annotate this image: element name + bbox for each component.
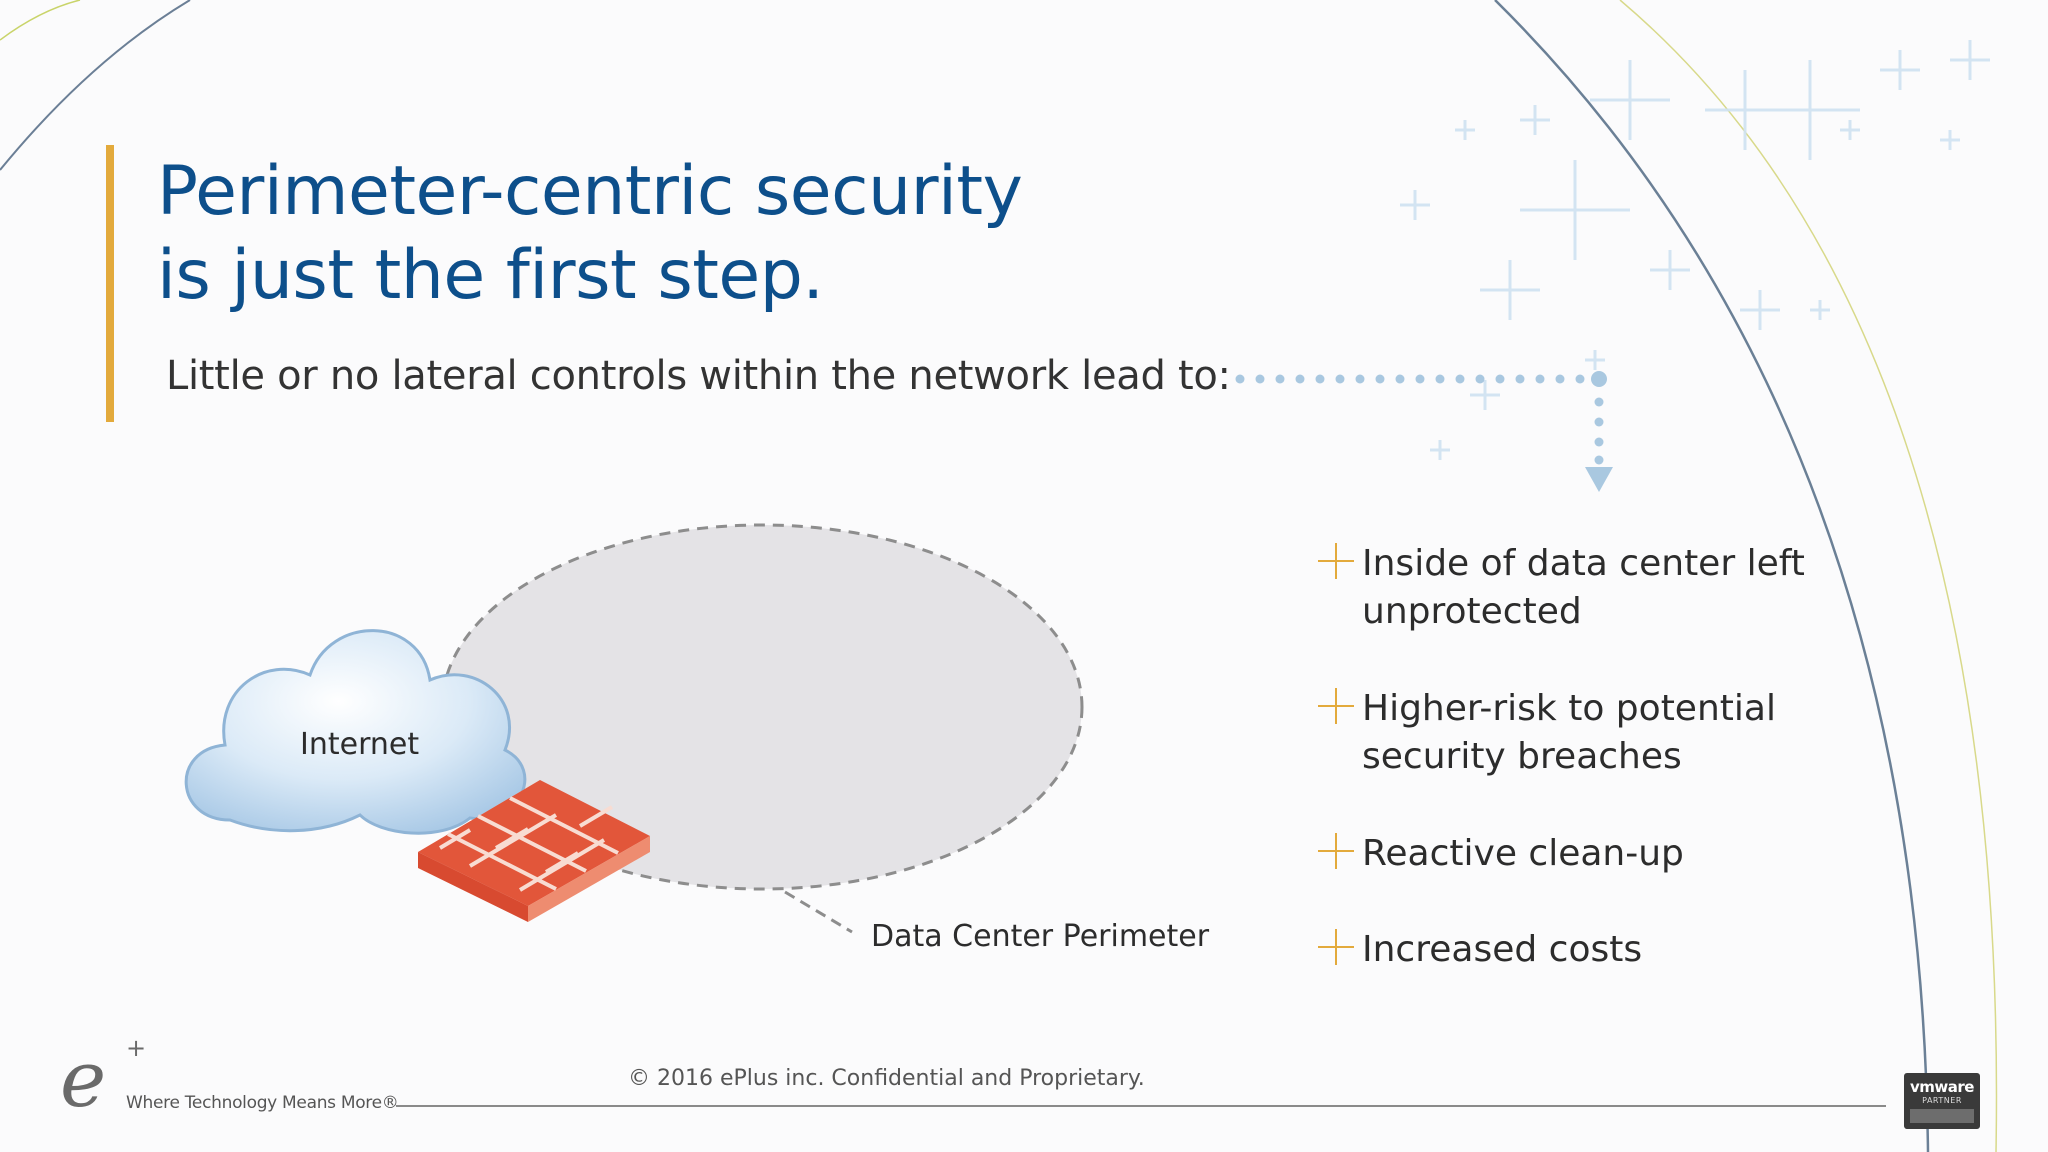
cloud-icon — [184, 629, 527, 835]
data-center-perimeter-label: Data Center Perimeter — [871, 919, 1210, 954]
plus-icon — [1318, 688, 1354, 724]
list-item-text: Inside of data center left unprotected — [1362, 543, 1805, 632]
plus-icon — [1318, 929, 1354, 965]
list-item-text: Increased costs — [1362, 929, 1643, 970]
eplus-logo: e + Where Technology Means More® — [60, 1034, 420, 1125]
list-item-text: Higher-risk to potential security breach… — [1362, 688, 1776, 777]
perimeter-leader-line — [784, 890, 853, 934]
title-line-1: Perimeter-centric security — [157, 152, 1023, 231]
footer-divider — [396, 1105, 1886, 1107]
title-accent-bar — [106, 145, 114, 422]
vmware-partner-badge: vmware PARTNER — [1904, 1073, 1980, 1129]
slide-title: Perimeter-centric security is just the f… — [157, 150, 1157, 318]
logo-tagline: Where Technology Means More® — [126, 1093, 399, 1113]
title-line-2: is just the first step. — [157, 236, 824, 315]
firewall-icon — [418, 780, 650, 922]
list-item-text: Reactive clean-up — [1362, 833, 1684, 874]
vmware-partner-text: PARTNER — [1922, 1096, 1962, 1105]
vmware-brand: vmware — [1910, 1078, 1974, 1096]
dotted-connector-arrow — [1235, 371, 1613, 492]
vmware-badge-band — [1910, 1109, 1974, 1123]
plus-icon — [1318, 833, 1354, 869]
internet-label: Internet — [300, 727, 420, 762]
logo-plus: + — [126, 1034, 147, 1062]
logo-letter: e — [60, 1035, 107, 1125]
slide-subtitle: Little or no lateral controls within the… — [166, 353, 1231, 399]
copyright-notice: © 2016 ePlus inc. Confidential and Propr… — [628, 1066, 1145, 1091]
plus-icon — [1318, 543, 1354, 579]
